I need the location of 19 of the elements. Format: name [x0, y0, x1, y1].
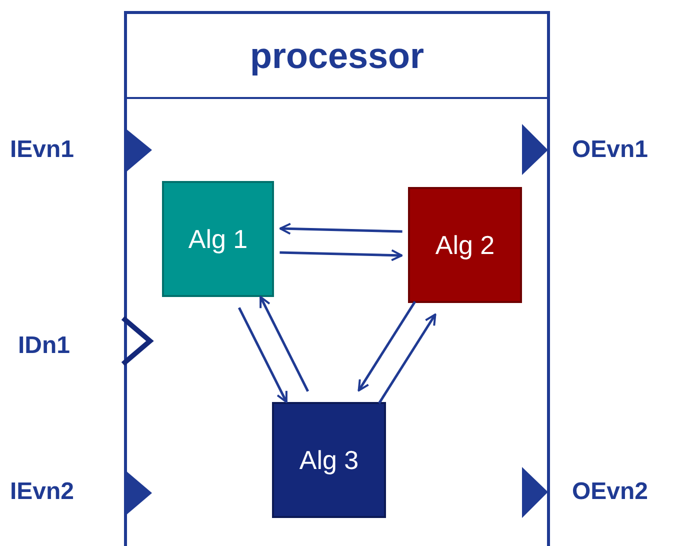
port-label: IEvn1 [10, 135, 74, 165]
arrow [378, 313, 436, 404]
port-label: OEvn1 [572, 135, 648, 165]
arrow [259, 296, 310, 392]
algorithm-box [408, 187, 522, 303]
block-title: processor [250, 34, 424, 78]
processor-block [124, 11, 550, 546]
port-label: OEvn2 [572, 477, 648, 507]
port-label: IEvn2 [10, 477, 74, 507]
arrow [279, 222, 402, 235]
algorithm-label: Alg 2 [435, 228, 495, 262]
algorithm-box [162, 181, 274, 297]
port-label: IDn1 [18, 331, 70, 361]
algorithm-label: Alg 3 [299, 444, 359, 476]
arrow [358, 300, 416, 392]
arrow [238, 307, 288, 404]
arrow [280, 249, 403, 262]
algorithm-box [272, 402, 386, 518]
algorithm-label: Alg 1 [188, 222, 248, 256]
